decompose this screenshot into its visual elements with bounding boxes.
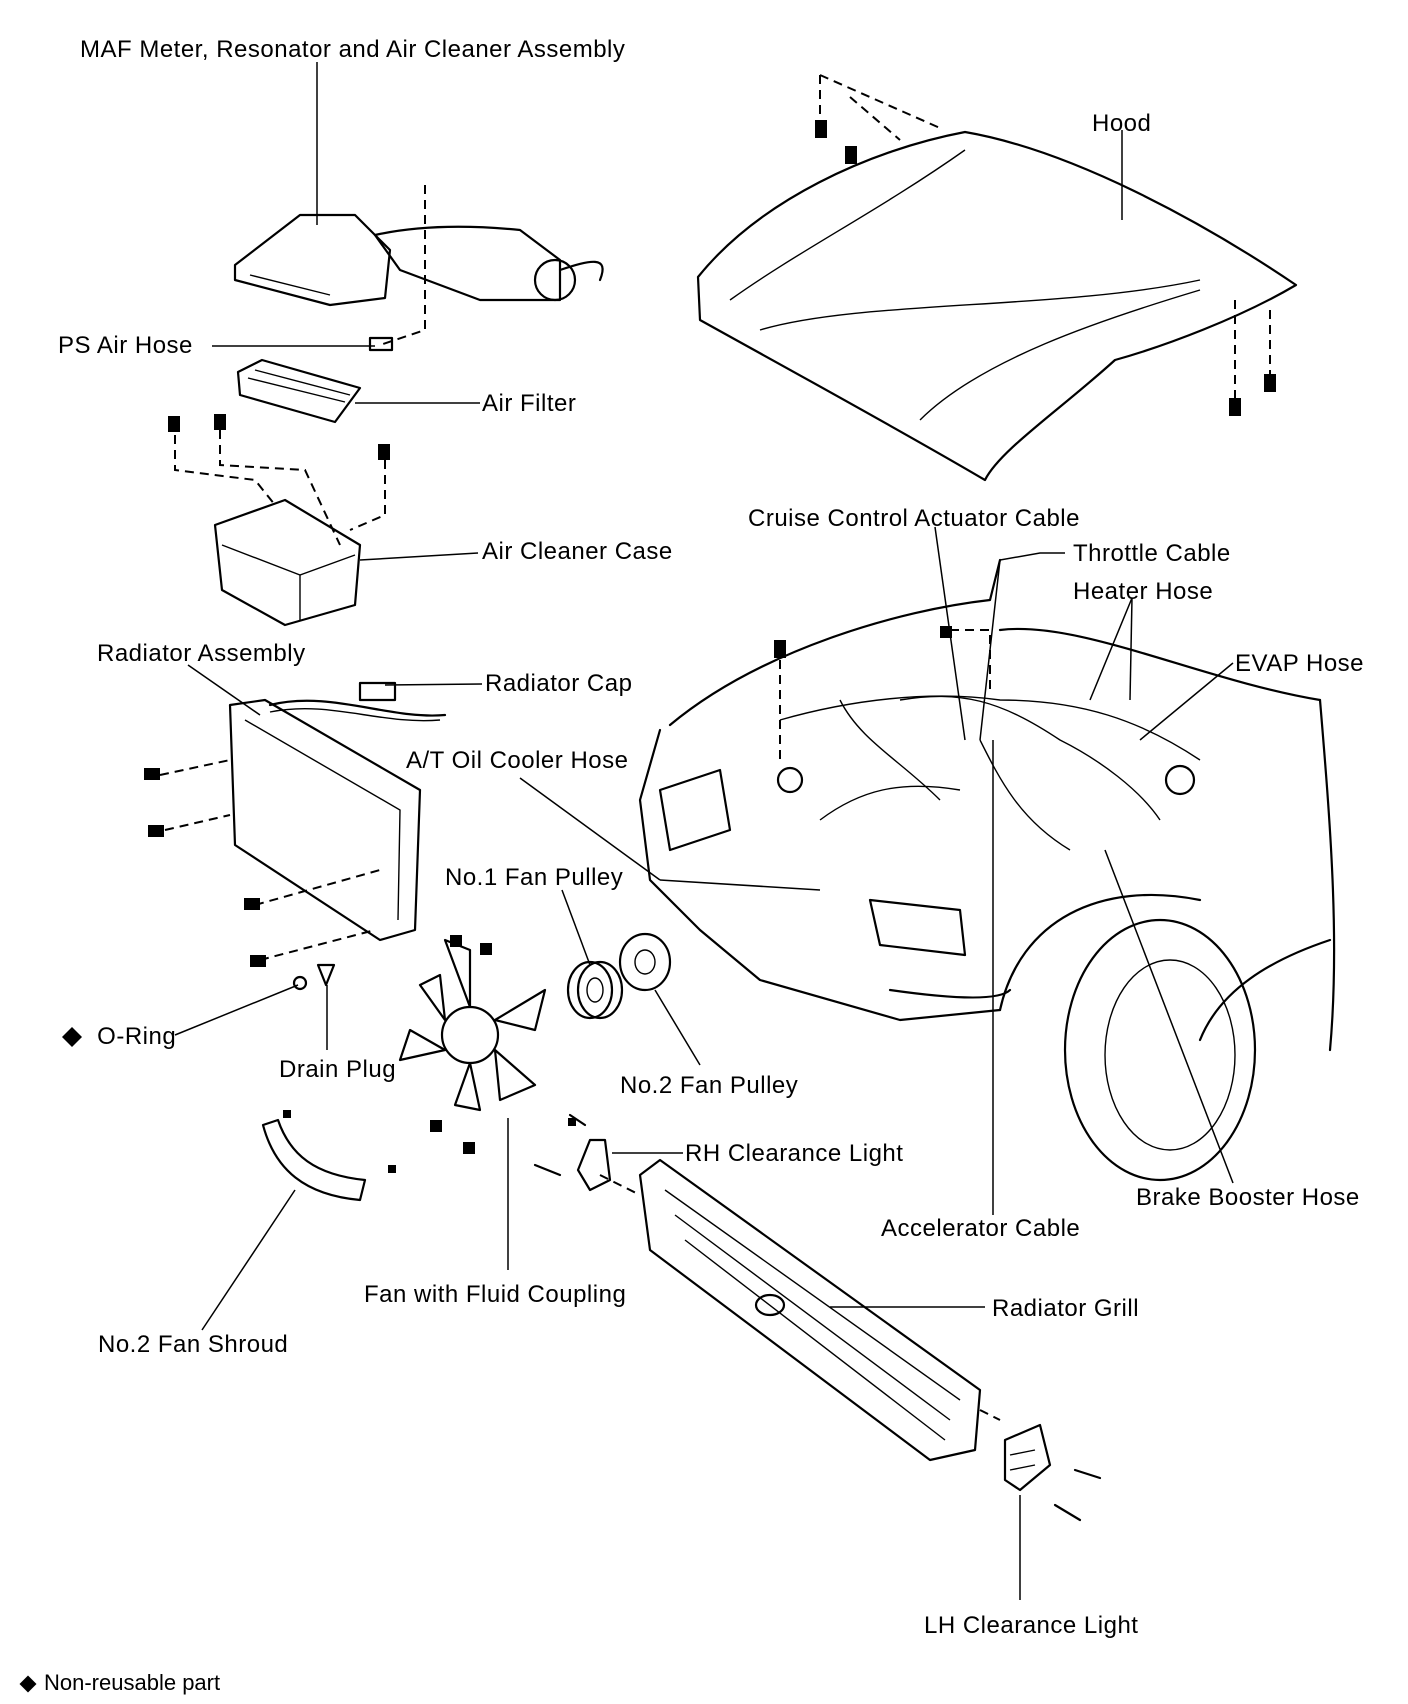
lh-clearance-light-drawing — [1003, 1423, 1102, 1522]
label-accelerator-cable: Accelerator Cable — [881, 1215, 1081, 1242]
engine-bay-drawing — [638, 558, 1336, 1182]
label-at-oil-cooler-hose: A/T Oil Cooler Hose — [406, 747, 629, 774]
air-cleaner-case-drawing — [168, 414, 390, 627]
fan-drawing — [398, 935, 547, 1154]
radiator-assembly-drawing — [144, 681, 447, 991]
label-radiator-assembly: Radiator Assembly — [97, 640, 306, 667]
legend-text: Non-reusable part — [44, 1670, 221, 1695]
label-maf-assembly: MAF Meter, Resonator and Air Cleaner Ass… — [80, 36, 626, 63]
legend: Non-reusable part — [18, 1670, 220, 1696]
label-cruise-control-actuator-cable: Cruise Control Actuator Cable — [748, 505, 1080, 532]
rh-clearance-light-drawing — [533, 1113, 612, 1192]
label-fan-with-fluid-coupling: Fan with Fluid Coupling — [364, 1281, 627, 1308]
label-ps-air-hose: PS Air Hose — [58, 332, 193, 359]
label-no1-fan-pulley: No.1 Fan Pulley — [445, 864, 624, 891]
o-ring-text: O-Ring — [97, 1023, 177, 1050]
label-heater-hose: Heater Hose — [1073, 578, 1214, 605]
fan-shroud-drawing — [261, 1110, 396, 1202]
label-throttle-cable: Throttle Cable — [1073, 540, 1231, 567]
label-o-ring: O-Ring — [60, 1025, 176, 1049]
fan-pulleys-drawing — [566, 932, 672, 1020]
leader-lines — [62, 62, 1234, 1600]
label-drain-plug: Drain Plug — [279, 1056, 397, 1083]
label-air-cleaner-case: Air Cleaner Case — [482, 538, 673, 565]
label-evap-hose: EVAP Hose — [1235, 650, 1365, 677]
air-filter-drawing — [236, 358, 362, 424]
hood-drawing — [696, 74, 1298, 482]
label-brake-booster-hose: Brake Booster Hose — [1136, 1184, 1360, 1211]
label-lh-clearance-light: LH Clearance Light — [924, 1612, 1139, 1639]
label-no2-fan-shroud: No.2 Fan Shroud — [98, 1331, 289, 1358]
label-no2-fan-pulley: No.2 Fan Pulley — [620, 1072, 799, 1099]
label-hood: Hood — [1092, 110, 1152, 137]
label-air-filter: Air Filter — [482, 390, 577, 417]
label-rh-clearance-light: RH Clearance Light — [685, 1140, 904, 1167]
radiator-grill-drawing — [599, 1158, 1001, 1462]
label-radiator-cap: Radiator Cap — [485, 670, 633, 697]
label-radiator-grill: Radiator Grill — [992, 1295, 1140, 1322]
non-reusable-diamond-icon — [19, 1675, 37, 1693]
maf-assembly-drawing — [233, 185, 604, 352]
